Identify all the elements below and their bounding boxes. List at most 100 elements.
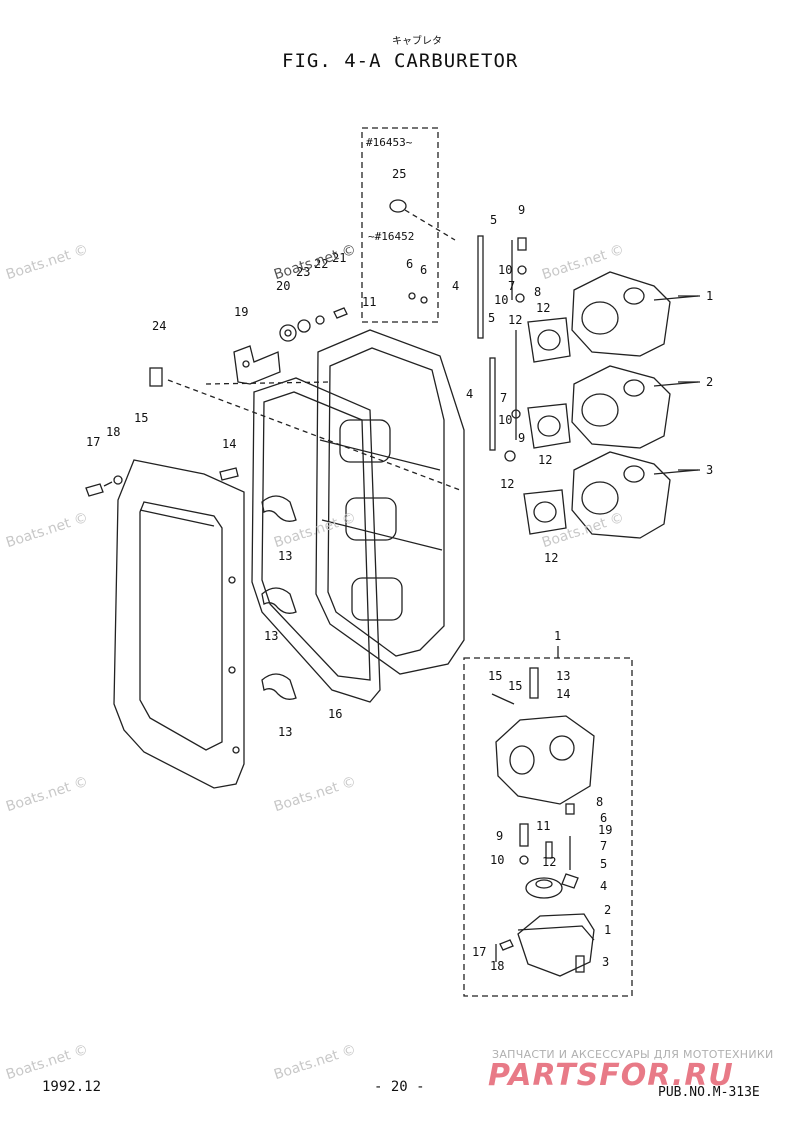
detail-callout-14: 14 <box>556 687 570 701</box>
detail-callout-2: 2 <box>604 903 611 917</box>
carb-gasket-part-12b <box>527 403 571 449</box>
silencer-base-part-11 <box>315 329 465 675</box>
callout-5b: 5 <box>488 311 495 325</box>
callout-2: 2 <box>706 375 713 389</box>
bracket-part-19 <box>233 345 281 385</box>
page-title: FIG. 4-A CARBURETOR <box>282 50 519 72</box>
callout-4b: 4 <box>466 387 473 401</box>
washer-part-22 <box>315 315 325 325</box>
callout-11: 11 <box>362 295 376 309</box>
screw-part-14 <box>219 467 239 481</box>
callout-12d: 12 <box>544 551 558 565</box>
detail-callout-18: 18 <box>490 959 504 973</box>
detail-float <box>525 877 563 899</box>
detail-carburetor-body <box>495 715 595 805</box>
callout-10b: 10 <box>494 293 508 307</box>
detail-callout-17: 17 <box>472 945 486 959</box>
washer-part-20 <box>279 324 297 342</box>
title-kana: キャブレタ <box>392 36 442 47</box>
callout-6a: 6 <box>406 257 413 271</box>
callout-4a: 4 <box>452 279 459 293</box>
detail-callout-15b: 15 <box>508 679 522 693</box>
serial-from-label: #16453~ <box>366 136 413 149</box>
callout-13a: 13 <box>278 549 292 563</box>
callout-12c: 12 <box>500 477 514 491</box>
hose-part-13a <box>261 495 297 522</box>
carburetor-part-3 <box>571 451 699 539</box>
callout-3: 3 <box>706 463 713 477</box>
hose-part-13b <box>261 587 297 614</box>
callout-15: 15 <box>134 411 148 425</box>
carburetor-part-2 <box>571 365 699 449</box>
link-rod-part-4a <box>477 235 484 339</box>
callout-8: 8 <box>534 285 541 299</box>
plug-part-9 <box>517 237 527 251</box>
detail-callout-8: 8 <box>596 795 603 809</box>
callout-9a: 9 <box>518 203 525 217</box>
washer-part-18 <box>113 475 123 485</box>
callout-22: 22 <box>314 257 328 271</box>
detail-callout-7: 7 <box>600 839 607 853</box>
carb-gasket-part-12a <box>527 317 571 363</box>
callout-7b: 7 <box>500 391 507 405</box>
nut-part-10 <box>517 265 527 275</box>
silencer-cover-part-15 <box>113 459 245 789</box>
footer-publication-number: PUB.NO.M-313E <box>658 1085 760 1100</box>
detail-callout-10: 10 <box>490 853 504 867</box>
link-rod-part-4b <box>489 357 496 451</box>
detail-callout-1b: 1 <box>604 923 611 937</box>
callout-17: 17 <box>86 435 100 449</box>
detail-callout-13: 13 <box>556 669 570 683</box>
serial-range-box <box>361 127 439 323</box>
serial-to-label: ~#16452 <box>368 230 414 243</box>
callout-6b: 6 <box>420 263 427 277</box>
detail-callout-19: 19 <box>598 823 612 837</box>
callout-12b: 12 <box>538 453 552 467</box>
screw-part-17 <box>85 483 104 497</box>
detail-callout-4: 4 <box>600 879 607 893</box>
detail-callout-1: 1 <box>554 629 561 643</box>
detail-callout-11: 11 <box>536 819 550 833</box>
detail-callout-9: 9 <box>496 829 503 843</box>
hose-part-13c <box>261 673 297 700</box>
carburetor-part-1 <box>571 271 699 357</box>
detail-callout-6: 6 <box>600 811 607 825</box>
carb-gasket-part-12c <box>523 489 567 535</box>
label-part-24 <box>149 367 163 387</box>
callout-1: 1 <box>706 289 713 303</box>
callout-10a: 10 <box>498 263 512 277</box>
cap-part-25 <box>389 199 407 213</box>
carburetor-detail-box <box>463 657 633 997</box>
callout-10c: 10 <box>498 413 512 427</box>
callout-5a: 5 <box>490 213 497 227</box>
gasket-part-16 <box>251 377 381 703</box>
shop-tagline: ЗАПЧАСТИ И АКСЕССУАРЫ ДЛЯ МОТОТЕХНИКИ <box>492 1048 774 1061</box>
callout-7a: 7 <box>508 279 515 293</box>
detail-callout-5: 5 <box>600 857 607 871</box>
screw-part-21 <box>333 307 348 319</box>
callout-9b: 9 <box>518 431 525 445</box>
detail-float-chamber <box>517 913 595 977</box>
washer-part-23 <box>297 319 311 333</box>
callout-20: 20 <box>276 279 290 293</box>
callout-12e: 12 <box>508 313 522 327</box>
detail-callout-3: 3 <box>602 955 609 969</box>
callout-13c: 13 <box>278 725 292 739</box>
callout-23: 23 <box>296 265 310 279</box>
detail-callout-12: 12 <box>542 855 556 869</box>
callout-13b: 13 <box>264 629 278 643</box>
callout-21: 21 <box>332 251 346 265</box>
footer-date: 1992.12 <box>42 1079 102 1095</box>
callout-12a: 12 <box>536 301 550 315</box>
detail-callout-15a: 15 <box>488 669 502 683</box>
shop-logo: PARTSFOR.RU <box>488 1058 734 1093</box>
callout-24: 24 <box>152 319 166 333</box>
callout-18: 18 <box>106 425 120 439</box>
callout-25: 25 <box>392 167 406 181</box>
callout-19: 19 <box>234 305 248 319</box>
footer-page-number: - 20 - <box>374 1079 425 1095</box>
callout-14: 14 <box>222 437 236 451</box>
callout-16: 16 <box>328 707 342 721</box>
